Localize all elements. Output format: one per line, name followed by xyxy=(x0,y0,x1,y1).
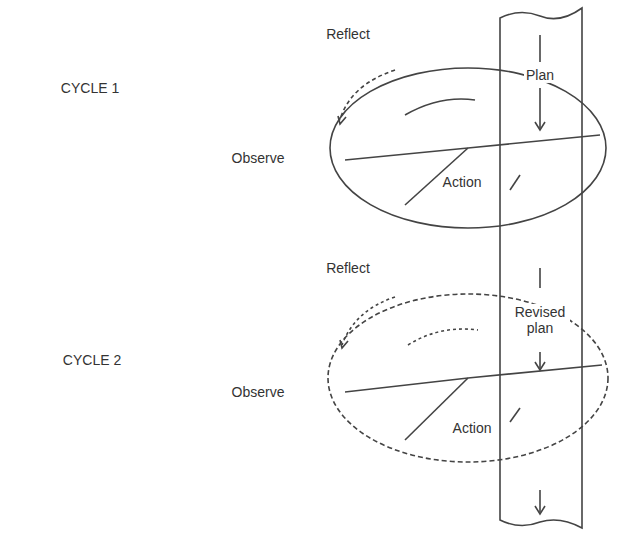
stage-label: Plan xyxy=(524,67,556,83)
tick-mark xyxy=(510,175,520,190)
cycle-ellipse xyxy=(328,294,608,462)
inner-arc xyxy=(405,99,475,115)
arrow-head xyxy=(340,340,348,348)
cycle-label: CYCLE 1 xyxy=(59,80,121,96)
inner-arc xyxy=(408,329,478,345)
radial-line xyxy=(468,365,602,378)
stage-label: Revised plan xyxy=(510,304,570,336)
arrow-head xyxy=(535,362,545,370)
radial-line xyxy=(345,378,468,392)
stage-label: Observe xyxy=(230,150,287,166)
radial-line xyxy=(345,148,468,160)
stage-label: Reflect xyxy=(324,260,372,276)
arrow-head xyxy=(338,116,346,124)
arrow-head xyxy=(535,122,545,130)
radial-line xyxy=(468,135,600,148)
down-arrow xyxy=(539,490,541,512)
arrow-head xyxy=(535,506,545,514)
tick-mark xyxy=(510,408,520,422)
cycle-label: CYCLE 2 xyxy=(61,352,123,368)
stage-label: Action xyxy=(451,420,494,436)
cycle-ellipse xyxy=(330,68,606,228)
stage-label: Action xyxy=(441,174,484,190)
cycle-arrow xyxy=(340,70,395,120)
stage-label: Observe xyxy=(230,384,287,400)
cycle-arrow xyxy=(342,297,395,345)
stage-label: Reflect xyxy=(324,26,372,42)
